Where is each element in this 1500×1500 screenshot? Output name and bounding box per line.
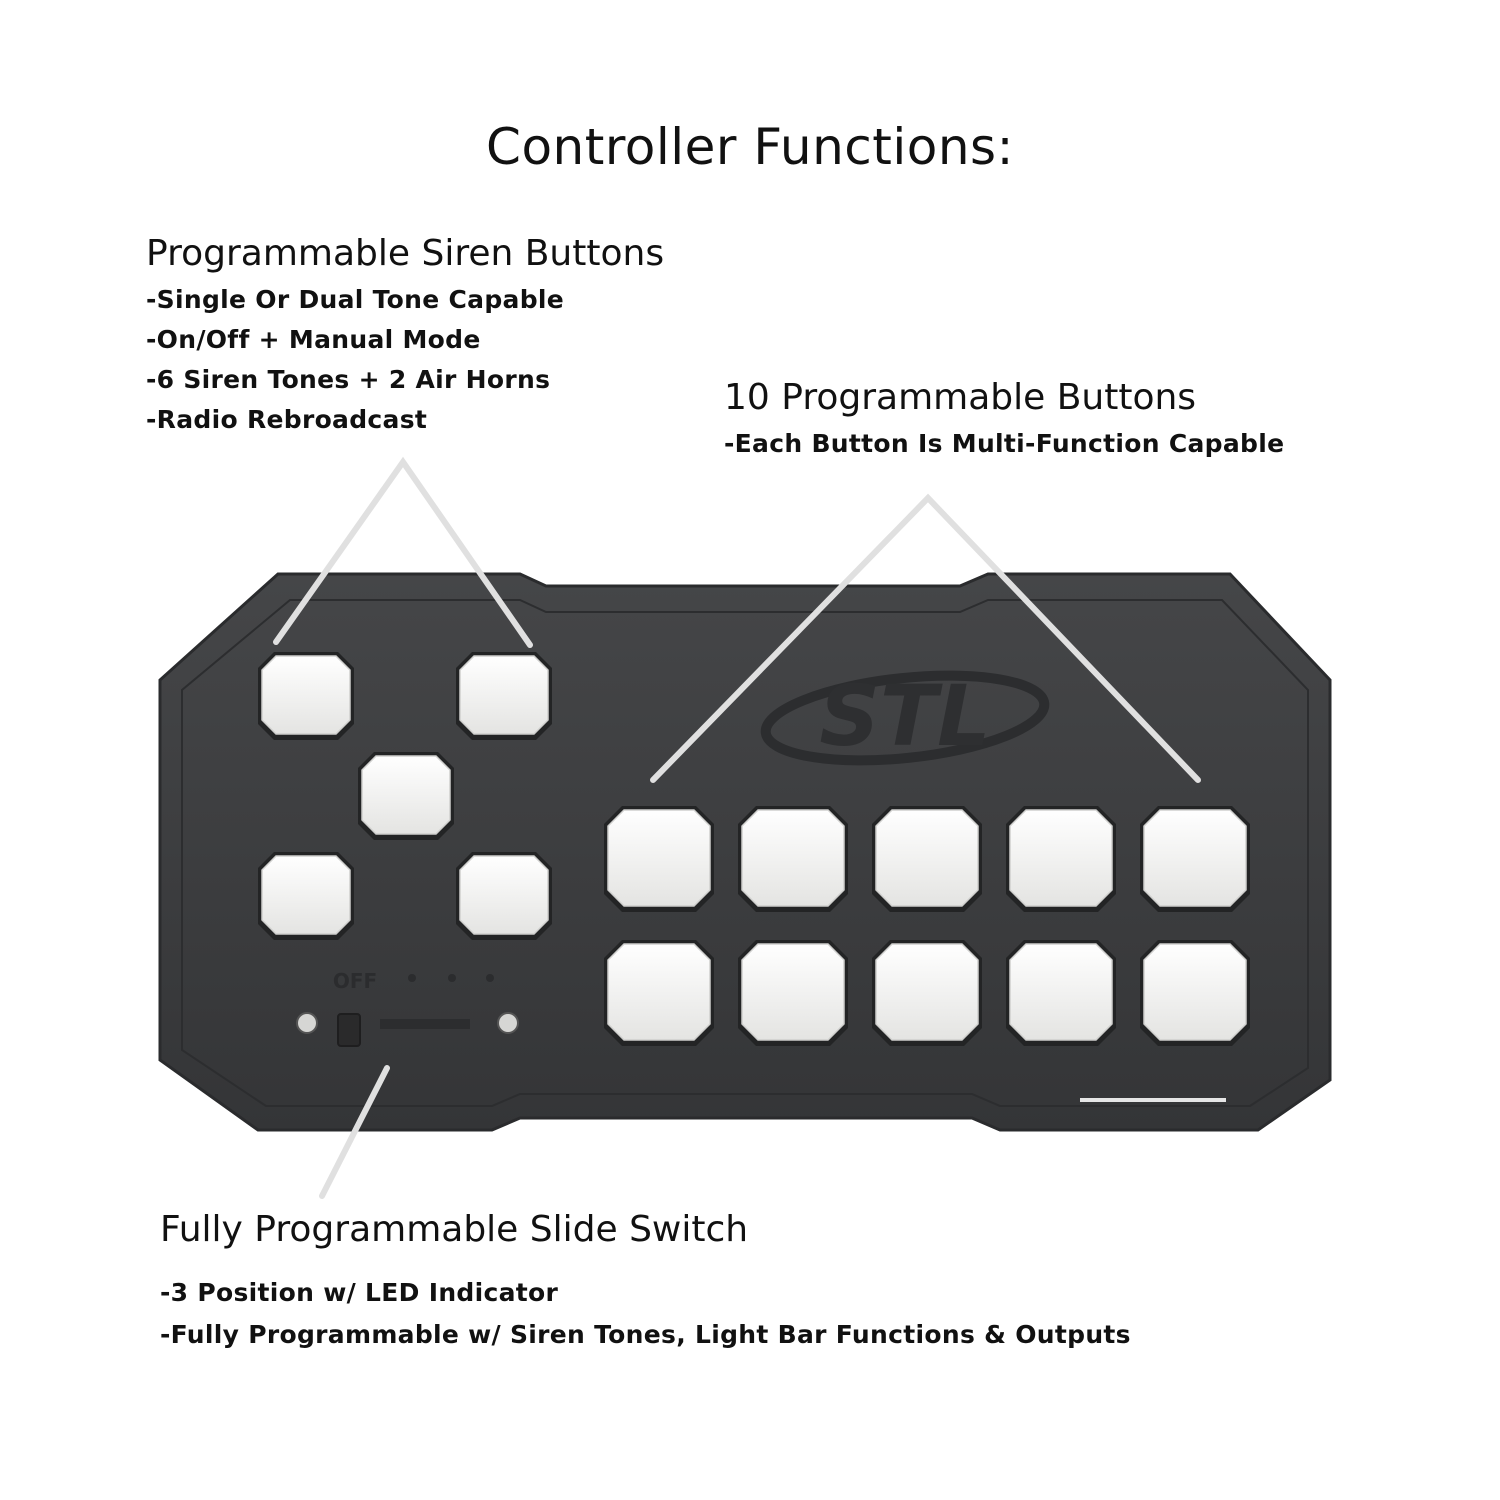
- siren-callout-line: [273, 456, 533, 648]
- led-indicator: [296, 1012, 318, 1034]
- programmable-button[interactable]: [872, 940, 982, 1046]
- programmable-buttons-heading: 10 Programmable Buttons: [724, 377, 1197, 418]
- siren-buttons-callout: Programmable Siren Buttons -Single Or Du…: [146, 232, 664, 440]
- logo-text: STL: [819, 667, 990, 765]
- programmable-button[interactable]: [604, 940, 714, 1046]
- siren-button[interactable]: [258, 652, 354, 740]
- stl-logo: STL: [760, 667, 1050, 766]
- led-indicator: [497, 1012, 519, 1034]
- siren-feature-line: -Single Or Dual Tone Capable: [146, 285, 565, 314]
- programmable-button[interactable]: [1006, 940, 1116, 1046]
- slide-switch[interactable]: OFF: [296, 969, 519, 1047]
- slide-feature-line: -Fully Programmable w/ Siren Tones, Ligh…: [160, 1320, 1131, 1349]
- programmable-button[interactable]: [872, 806, 982, 912]
- programmable-buttons-callout: 10 Programmable Buttons -Each Button Is …: [724, 376, 1284, 464]
- siren-button[interactable]: [258, 852, 354, 940]
- programmable-button[interactable]: [1140, 940, 1250, 1046]
- siren-feature-line: -On/Off + Manual Mode: [146, 325, 481, 354]
- callout-lines: [273, 456, 1201, 1199]
- programmable-button[interactable]: [738, 806, 848, 912]
- page-title: Controller Functions:: [486, 118, 1014, 176]
- programmable-button[interactable]: [1140, 806, 1250, 912]
- programmable-button[interactable]: [1006, 806, 1116, 912]
- siren-feature-line: -6 Siren Tones + 2 Air Horns: [146, 365, 551, 394]
- controller-bezel: [181, 599, 1309, 1107]
- slide-switch-heading: Fully Programmable Slide Switch: [160, 1209, 749, 1250]
- slide-switch-callout: Fully Programmable Slide Switch -3 Posit…: [160, 1208, 1131, 1356]
- siren-button[interactable]: [456, 652, 552, 740]
- slide-feature-line: -3 Position w/ LED Indicator: [160, 1278, 559, 1307]
- slide-switch-knob[interactable]: [337, 1013, 361, 1047]
- programmable-button[interactable]: [738, 940, 848, 1046]
- switch-position-dot: [408, 974, 416, 982]
- programmable-callout-line: [650, 493, 1201, 783]
- switch-position-dot: [448, 974, 456, 982]
- siren-buttons-heading: Programmable Siren Buttons: [146, 233, 665, 274]
- switch-off-label: OFF: [333, 969, 377, 993]
- programmable-button[interactable]: [604, 806, 714, 912]
- slide-callout-line: [319, 1065, 390, 1199]
- siren-button[interactable]: [358, 752, 454, 840]
- siren-feature-line: -Radio Rebroadcast: [146, 405, 428, 434]
- slide-switch-track: [380, 1019, 470, 1029]
- programmable-feature-line: -Each Button Is Multi-Function Capable: [724, 429, 1285, 458]
- switch-position-dot: [486, 974, 494, 982]
- siren-button[interactable]: [456, 852, 552, 940]
